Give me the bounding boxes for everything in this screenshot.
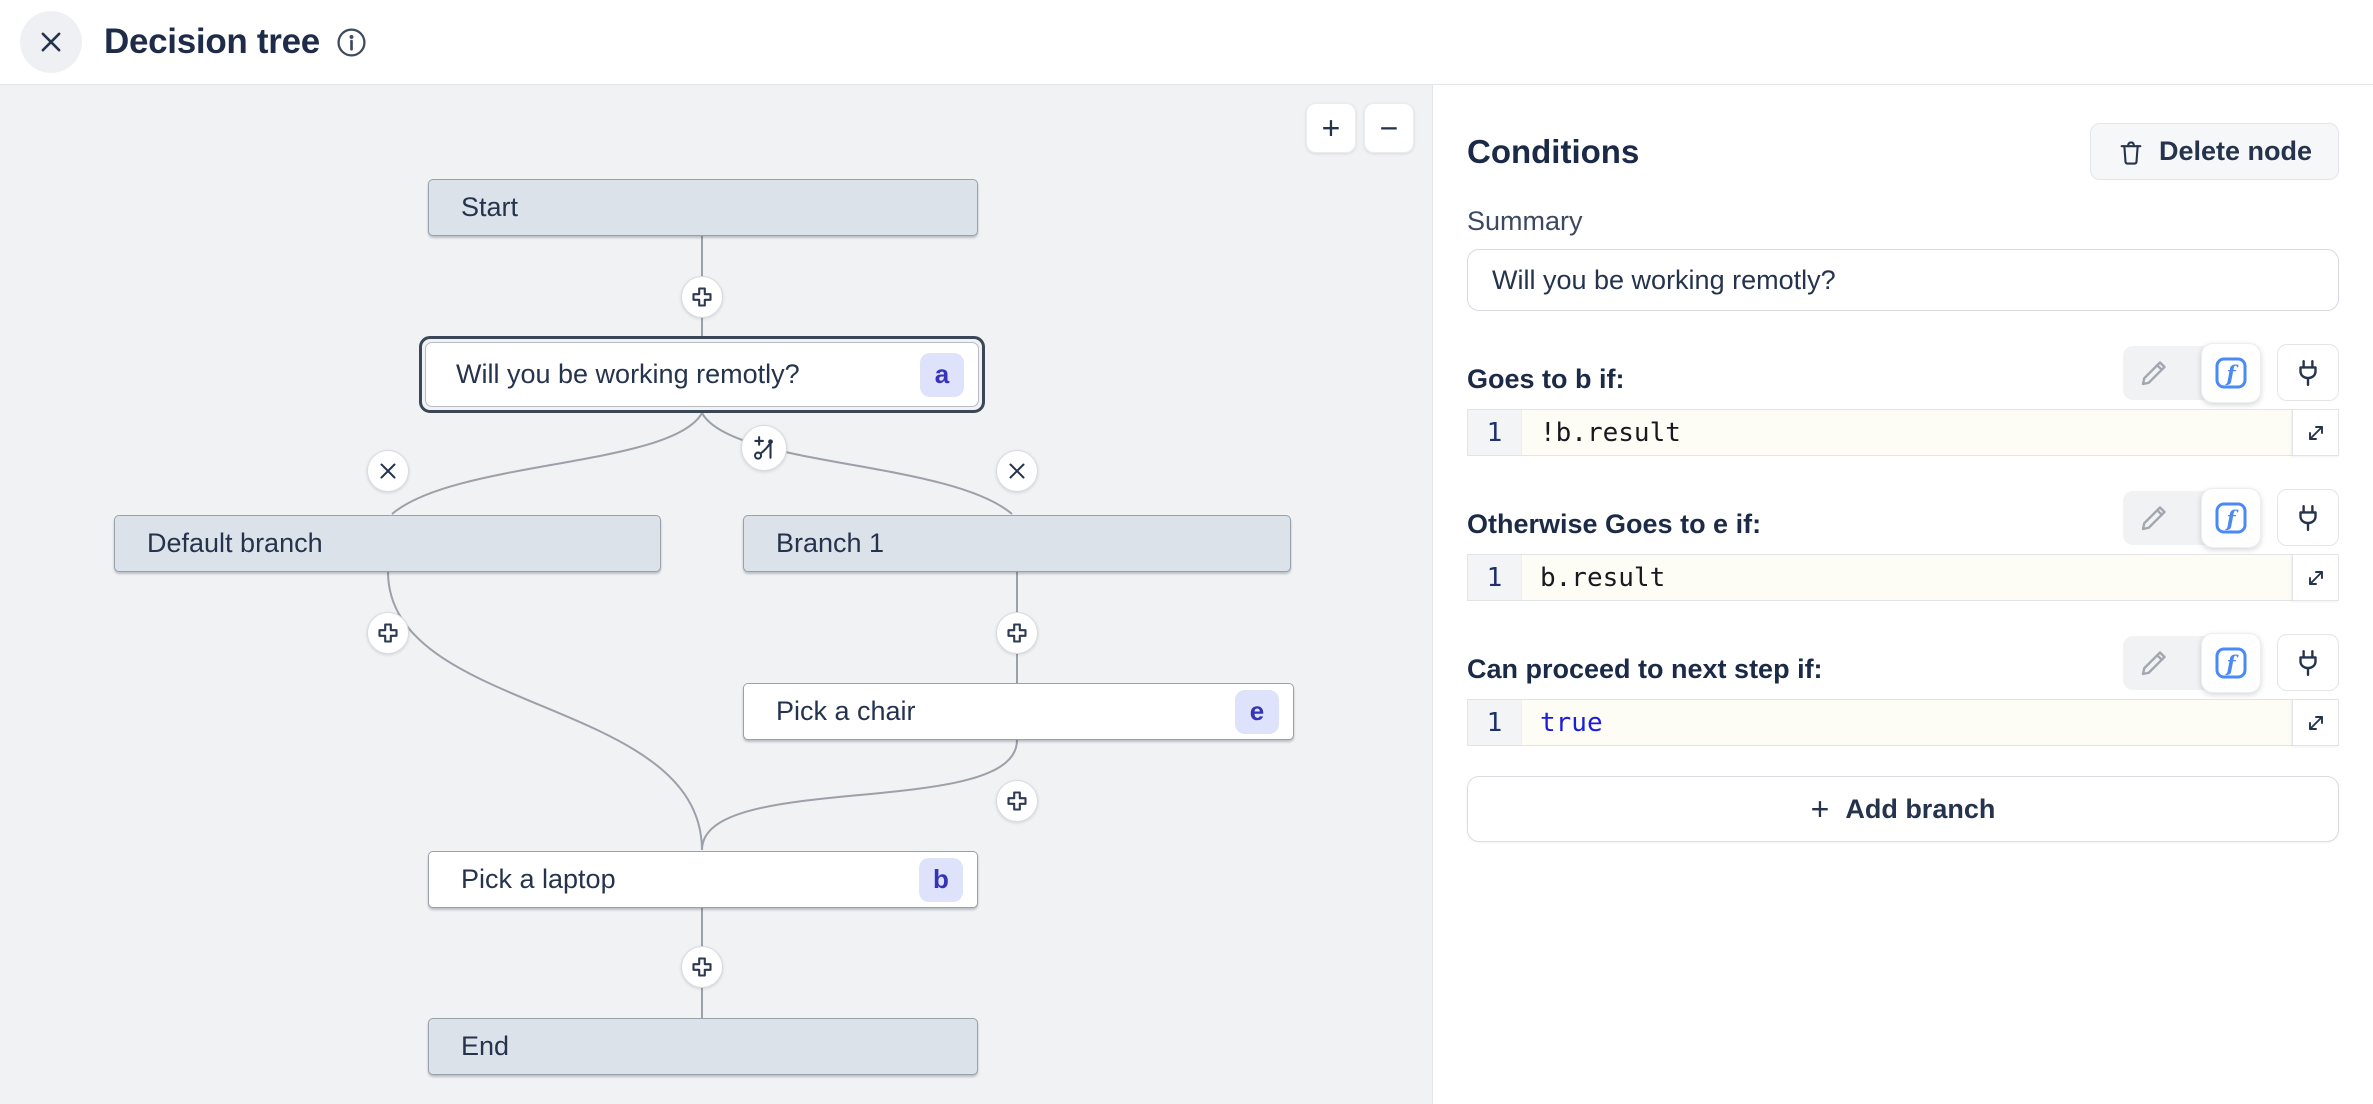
function-mode-button[interactable]: f [2201, 632, 2261, 693]
page-title: Decision tree [104, 22, 320, 61]
line-number: 1 [1468, 700, 1522, 745]
text-mode-button[interactable] [2139, 503, 2169, 533]
pencil-icon [2141, 360, 2166, 385]
add-node-button[interactable] [681, 276, 723, 318]
function-icon: f [2215, 357, 2247, 388]
zoom-out-button[interactable]: − [1364, 103, 1414, 153]
plus-icon [1007, 791, 1027, 811]
code-editor[interactable]: 1 !b.result [1467, 409, 2339, 456]
close-button[interactable] [20, 11, 82, 73]
node-label: End [461, 1031, 510, 1061]
code-content: !b.result [1540, 417, 1681, 448]
connect-data-button[interactable] [2277, 634, 2339, 691]
expand-icon [2308, 425, 2323, 440]
zoom-in-button[interactable]: + [1306, 103, 1356, 153]
node-badge: b [919, 857, 963, 902]
code-content: b.result [1540, 562, 1666, 593]
plug-icon [2299, 649, 2317, 676]
node-end[interactable]: End [428, 1018, 978, 1075]
add-node-button[interactable] [681, 946, 723, 988]
summary-label: Summary [1467, 206, 1583, 236]
condition-section-can-proceed: Can proceed to next step if: [1467, 631, 2339, 746]
text-mode-button[interactable] [2139, 358, 2169, 388]
add-node-button[interactable] [996, 612, 1038, 654]
delete-branch-right-button[interactable] [996, 450, 1038, 492]
condition-label: Goes to b if: [1467, 364, 1625, 394]
add-node-button[interactable] [996, 780, 1038, 822]
text-mode-button[interactable] [2139, 648, 2169, 678]
code-content: true [1540, 707, 1603, 738]
function-icon: f [2215, 502, 2247, 533]
plus-icon: + [1810, 790, 1830, 827]
line-number: 1 [1468, 410, 1522, 455]
node-label: Start [461, 192, 519, 222]
code-editor[interactable]: 1 true [1467, 699, 2339, 746]
delete-node-label: Delete node [2158, 136, 2312, 166]
plug-icon [2299, 359, 2317, 386]
add-branch-node-button[interactable] [741, 425, 787, 471]
branch-plus-icon [753, 436, 773, 460]
expand-icon [2308, 570, 2323, 585]
svg-text:f: f [2224, 651, 2239, 676]
delete-branch-left-button[interactable] [367, 450, 409, 492]
node-question-selected[interactable]: Will you be working remotly? a [419, 336, 985, 413]
plus-icon [692, 287, 712, 307]
add-branch-button[interactable]: + Add branch [1467, 776, 2339, 842]
x-icon [1009, 463, 1025, 479]
plug-icon [2299, 504, 2317, 531]
plus-icon [378, 623, 398, 643]
pencil-icon [2141, 650, 2166, 675]
node-start[interactable]: Start [428, 179, 978, 236]
top-bar: Decision tree [0, 0, 2373, 85]
node-badge: e [1235, 689, 1279, 734]
conditions-panel: Conditions Delete node Summary [1432, 85, 2373, 1104]
close-icon [41, 32, 61, 52]
condition-label: Can proceed to next step if: [1467, 654, 1823, 684]
node-label: Pick a laptop [461, 864, 616, 894]
delete-node-button[interactable]: Delete node [2089, 123, 2339, 180]
expand-editor-button[interactable] [2292, 409, 2339, 456]
add-node-button[interactable] [367, 612, 409, 654]
connect-data-button[interactable] [2277, 344, 2339, 401]
pencil-icon [2141, 505, 2166, 530]
svg-text:f: f [2224, 361, 2239, 386]
function-mode-button[interactable]: f [2201, 342, 2261, 403]
connect-data-button[interactable] [2277, 489, 2339, 546]
plus-icon [692, 957, 712, 977]
trash-icon [2120, 140, 2142, 165]
info-icon[interactable] [336, 27, 367, 58]
condition-section-goes-to-b: Goes to b if: [1467, 341, 2339, 456]
node-branch-1[interactable]: Branch 1 [743, 515, 1291, 572]
node-pick-a-chair[interactable]: Pick a chair e [743, 683, 1294, 740]
main-area: Start Will you be working remotly? a Def… [0, 85, 2373, 1104]
node-label: Default branch [147, 528, 323, 558]
code-editor[interactable]: 1 b.result [1467, 554, 2339, 601]
flow-canvas[interactable]: Start Will you be working remotly? a Def… [0, 85, 1432, 1104]
zoom-controls: + − [1306, 103, 1414, 153]
expand-editor-button[interactable] [2292, 554, 2339, 601]
node-label: Branch 1 [776, 528, 885, 558]
editor-mode-toggle: f [2123, 342, 2339, 403]
node-label: Will you be working remotly? [456, 359, 800, 389]
function-icon: f [2215, 647, 2247, 678]
expand-editor-button[interactable] [2292, 699, 2339, 746]
panel-title: Conditions [1467, 132, 1640, 170]
condition-label: Otherwise Goes to e if: [1467, 509, 1762, 539]
summary-input[interactable] [1467, 249, 2339, 311]
node-label: Pick a chair [776, 696, 916, 726]
condition-section-otherwise-e: Otherwise Goes to e if: [1467, 486, 2339, 601]
x-icon [380, 463, 396, 479]
plus-icon [1007, 623, 1027, 643]
expand-icon [2308, 715, 2323, 730]
editor-mode-toggle: f [2123, 487, 2339, 548]
node-pick-a-laptop[interactable]: Pick a laptop b [428, 851, 978, 908]
function-mode-button[interactable]: f [2201, 487, 2261, 548]
node-default-branch[interactable]: Default branch [114, 515, 661, 572]
add-branch-label: Add branch [1845, 793, 1996, 824]
editor-mode-toggle: f [2123, 632, 2339, 693]
svg-text:f: f [2224, 506, 2239, 531]
line-number: 1 [1468, 555, 1522, 600]
node-badge: a [920, 352, 964, 397]
